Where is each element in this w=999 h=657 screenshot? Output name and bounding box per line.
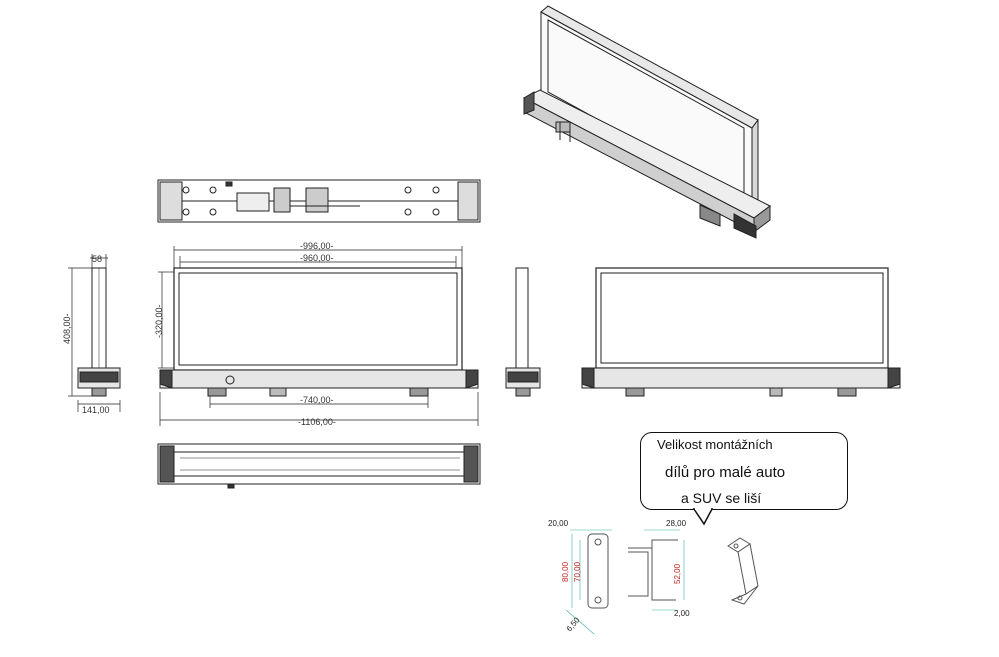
bracket-dim-28: 28,00 xyxy=(666,519,687,528)
dim-408: 408,00- xyxy=(62,313,72,344)
dim-141: 141,00 xyxy=(82,405,110,415)
bracket-dim-2: 2,00 xyxy=(674,609,690,618)
note-line-1: Velikost montážních xyxy=(657,437,773,452)
side-view-right xyxy=(505,267,541,397)
bracket-dim-80: 80,00 xyxy=(561,561,570,582)
bracket-dim-52: 52,00 xyxy=(673,563,682,584)
bracket-dim-70: 70,00 xyxy=(573,561,582,582)
dim-1106: -1106,00- xyxy=(298,417,336,427)
bottom-view xyxy=(157,443,481,489)
isometric-view xyxy=(522,5,771,239)
dim-740: -740,00- xyxy=(300,395,334,405)
bracket-dim-6-5: 6,50 xyxy=(565,615,582,633)
note-line-3: a SUV se liší xyxy=(681,490,762,506)
dim-320: -320,00- xyxy=(154,304,164,338)
bracket-side xyxy=(628,529,685,611)
rear-view xyxy=(581,267,901,397)
bracket-dim-20: 20,00 xyxy=(548,519,569,528)
top-view xyxy=(157,179,481,223)
dim-58: 58 xyxy=(92,254,102,264)
callout-note: Velikost montážních dílů pro malé auto a… xyxy=(640,432,848,510)
bracket-3d xyxy=(727,537,759,605)
dim-960: -960,00- xyxy=(300,253,334,263)
note-line-2: dílů pro malé auto xyxy=(665,464,786,481)
dim-996: -996,00- xyxy=(300,241,334,251)
side-view-left xyxy=(68,254,121,412)
front-view xyxy=(158,246,479,426)
bracket-front xyxy=(565,529,612,635)
